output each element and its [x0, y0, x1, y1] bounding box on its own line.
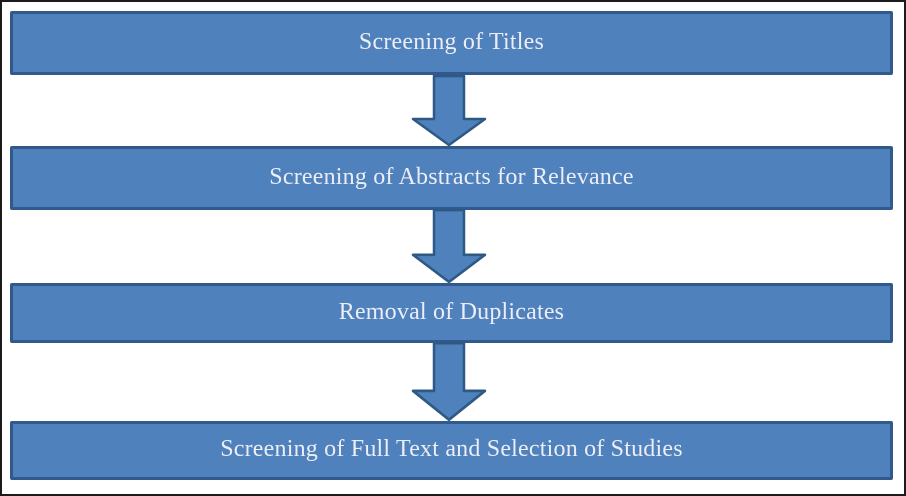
- flow-step-screening-titles: Screening of Titles: [10, 11, 893, 75]
- down-arrow-icon: [411, 75, 487, 147]
- flow-step-label: Removal of Duplicates: [338, 298, 565, 325]
- down-arrow-icon: [411, 209, 487, 284]
- flow-step-label: Screening of Full Text and Selection of …: [220, 436, 683, 462]
- down-arrow-icon: [411, 342, 487, 422]
- flow-step-label: Screening of Abstracts for Relevance: [269, 163, 634, 190]
- flow-step-label: Screening of Titles: [358, 28, 545, 55]
- flow-step-screening-fulltext: Screening of Full Text and Selection of …: [10, 421, 893, 480]
- flow-step-removal-duplicates: Removal of Duplicates: [10, 283, 893, 343]
- flow-step-screening-abstracts: Screening of Abstracts for Relevance: [10, 146, 893, 210]
